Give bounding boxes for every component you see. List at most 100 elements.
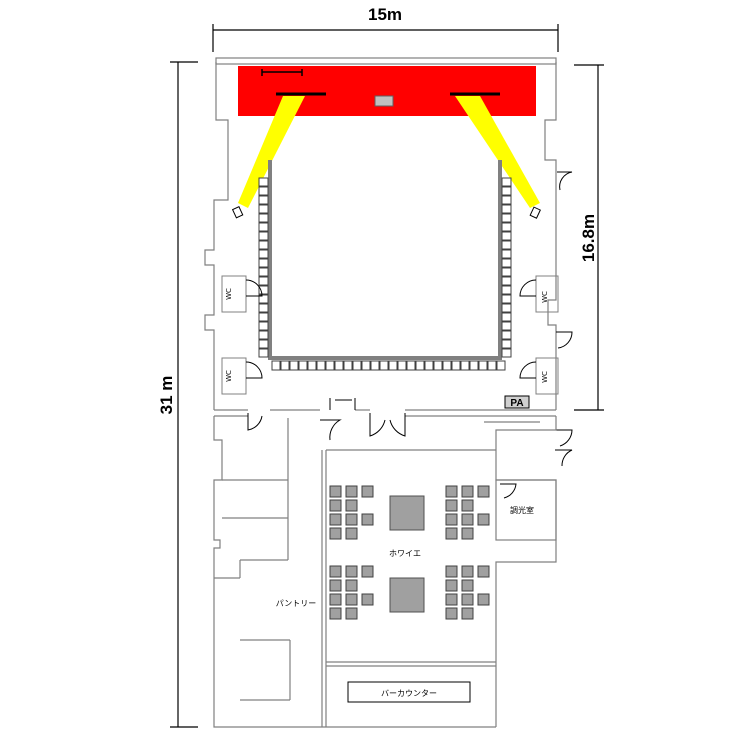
seat bbox=[343, 360, 353, 371]
seat bbox=[501, 240, 512, 250]
stage-monitor bbox=[374, 95, 394, 107]
seat-row-back bbox=[268, 356, 502, 360]
foyer-chair bbox=[477, 485, 490, 498]
seat bbox=[388, 360, 398, 371]
foyer-chair bbox=[461, 579, 474, 592]
width-dimension-label: 15m bbox=[368, 5, 402, 24]
foyer-chair bbox=[329, 565, 342, 578]
foyer-chair bbox=[329, 607, 342, 620]
seat bbox=[258, 303, 269, 313]
spotlight-left-icon bbox=[231, 206, 244, 219]
foyer-chair bbox=[329, 579, 342, 592]
seat bbox=[352, 360, 362, 371]
pantry-label: パントリー bbox=[276, 599, 316, 608]
seat bbox=[460, 360, 470, 371]
seat bbox=[258, 195, 269, 205]
seat bbox=[258, 294, 269, 304]
seat bbox=[478, 360, 488, 371]
seat bbox=[501, 186, 512, 196]
seat bbox=[379, 360, 389, 371]
seat bbox=[258, 321, 269, 331]
foyer-chair bbox=[461, 499, 474, 512]
foyer-chair bbox=[345, 513, 358, 526]
foyer-chair bbox=[345, 499, 358, 512]
foyer-chair bbox=[345, 607, 358, 620]
spotlight-right-icon bbox=[529, 206, 541, 219]
seat bbox=[406, 360, 416, 371]
hall-depth-dimension-label: 16.8m bbox=[579, 214, 598, 262]
dimension-left bbox=[170, 61, 198, 728]
seat bbox=[258, 186, 269, 196]
dimension-top bbox=[212, 24, 559, 52]
stage-fixtures bbox=[261, 69, 500, 96]
seat bbox=[501, 276, 512, 286]
foyer-chair bbox=[461, 527, 474, 540]
seat bbox=[451, 360, 461, 371]
seat bbox=[487, 360, 497, 371]
seat bbox=[258, 312, 269, 322]
seat bbox=[501, 339, 512, 349]
seat bbox=[271, 360, 281, 371]
seat bbox=[258, 339, 269, 349]
seat bbox=[501, 330, 512, 340]
foyer-chair bbox=[461, 565, 474, 578]
pa-label: PA bbox=[510, 398, 523, 409]
foyer-chair bbox=[477, 593, 490, 606]
seat bbox=[501, 177, 512, 187]
seat bbox=[501, 204, 512, 214]
seat bbox=[258, 285, 269, 295]
foyer-chair bbox=[361, 513, 374, 526]
foyer-chair bbox=[329, 499, 342, 512]
seat bbox=[258, 177, 269, 187]
seat bbox=[501, 294, 512, 304]
control-room-label: 調光室 bbox=[510, 505, 534, 515]
wc-label-right-lower: WC bbox=[541, 371, 549, 383]
seat bbox=[501, 222, 512, 232]
foyer-chair bbox=[345, 593, 358, 606]
seating-rows bbox=[258, 160, 512, 371]
bar-counter-label: バーカウンター bbox=[381, 689, 437, 698]
foyer-chair bbox=[445, 565, 458, 578]
foyer-chair bbox=[477, 565, 490, 578]
foyer-chair bbox=[461, 593, 474, 606]
foyer-table-upper bbox=[389, 495, 425, 531]
seat bbox=[258, 330, 269, 340]
foyer-chair bbox=[361, 593, 374, 606]
seat bbox=[334, 360, 344, 371]
seat bbox=[501, 231, 512, 241]
seat bbox=[501, 195, 512, 205]
foyer-label: ホワイエ bbox=[389, 549, 421, 558]
spotlight-beam-left bbox=[238, 96, 305, 208]
seat bbox=[325, 360, 335, 371]
foyer-furniture bbox=[329, 485, 490, 620]
foyer-chair bbox=[361, 565, 374, 578]
foyer-table-lower bbox=[389, 577, 425, 613]
foyer-chair bbox=[329, 527, 342, 540]
seat bbox=[258, 240, 269, 250]
seat bbox=[298, 360, 308, 371]
foyer-chair bbox=[445, 579, 458, 592]
foyer-chair bbox=[329, 513, 342, 526]
seat bbox=[258, 348, 269, 358]
seat bbox=[501, 312, 512, 322]
doors bbox=[245, 171, 573, 499]
seat bbox=[258, 267, 269, 277]
length-dimension-label: 31 m bbox=[157, 376, 176, 415]
pa-booth bbox=[504, 395, 530, 409]
foyer-chair bbox=[461, 513, 474, 526]
seat bbox=[496, 360, 506, 371]
foyer-chair bbox=[345, 485, 358, 498]
seat bbox=[469, 360, 479, 371]
seat bbox=[361, 360, 371, 371]
wc-rooms bbox=[221, 275, 559, 395]
seat bbox=[258, 222, 269, 232]
foyer-chair bbox=[329, 593, 342, 606]
seat bbox=[258, 249, 269, 259]
foyer-chair bbox=[445, 527, 458, 540]
foyer-chair bbox=[461, 607, 474, 620]
seat bbox=[501, 285, 512, 295]
wc-label-right-upper: WC bbox=[541, 291, 549, 303]
foyer-chair bbox=[445, 593, 458, 606]
seat bbox=[501, 249, 512, 259]
